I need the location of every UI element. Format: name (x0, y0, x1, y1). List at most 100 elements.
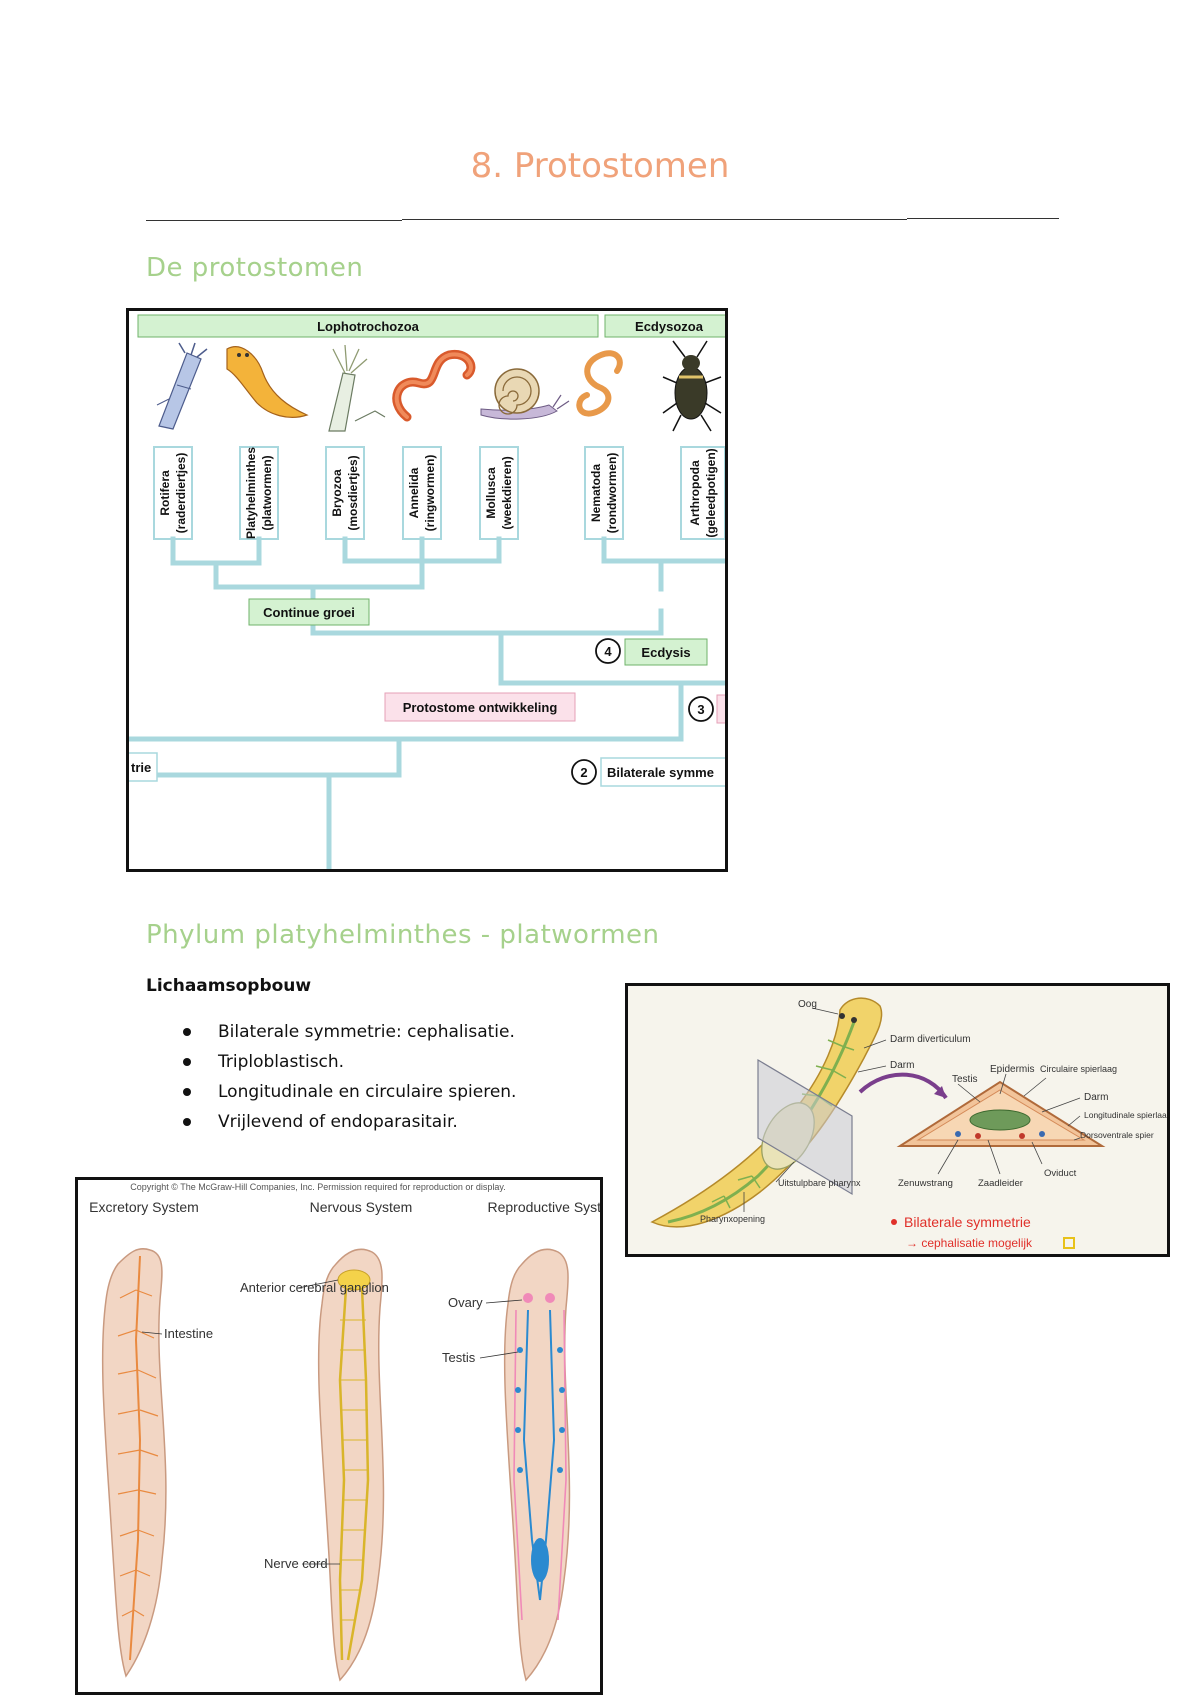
lichaamsopbouw-label: Lichaamsopbouw (146, 976, 312, 996)
caption-cephalisatie: → cephalisatie mogelijk (906, 1236, 1033, 1250)
label-testis: Testis (952, 1074, 978, 1085)
phylum-name-platyhelminthes: Platyhelminthes (244, 447, 258, 539)
nerve-cord-left (338, 1287, 348, 1661)
eye-spot-right (851, 1017, 857, 1023)
phylum-common-annelida: (ringwormen) (423, 455, 437, 532)
label-zaadleider: Zaadleider (978, 1178, 1023, 1189)
phylum-common-platyhelminthes: (platwormen) (260, 455, 274, 530)
eye-spot-left (839, 1013, 845, 1019)
phylum-box-nematoda (584, 446, 624, 540)
label-intestine: Intestine (164, 1326, 213, 1341)
annelid-illustration (392, 349, 476, 422)
label-dorsoventrale-spier: Dorsoventrale spier (1080, 1130, 1154, 1140)
phylum-name-bryozoa: Bryozoa (330, 469, 344, 517)
title-nervous: Nervous System (310, 1199, 413, 1215)
list-item: Longitudinale en circulaire spieren. (180, 1077, 516, 1107)
label-darm-2: Darm (1084, 1092, 1108, 1103)
beetle-illustration (662, 340, 722, 432)
phylum-common-arthropoda: (geleedpotigen) (704, 448, 718, 537)
trait-box-radial-partial (129, 752, 158, 782)
copyright-notice: Copyright © The McGraw-Hill Companies, I… (130, 1182, 505, 1192)
body-plan-list: Bilaterale symmetrie: cephalisatie. Trip… (180, 1017, 516, 1137)
trait-number-protostome-text: 3 (697, 702, 704, 717)
label-zenuwstrang: Zenuwstrang (898, 1178, 953, 1189)
title-reproductive: Reproductive System (487, 1199, 600, 1215)
trait-box-ecdysis (624, 638, 708, 666)
title-reproductive-line: Reproductive System (487, 1199, 600, 1215)
trait-protostome: Protostome ontwikkeling (403, 700, 558, 715)
excretory-tubule (129, 1255, 142, 1661)
phylum-name-arthropoda: Arthropoda (688, 460, 702, 526)
ovary-right-shape (545, 1293, 555, 1303)
trait-box-continue-groei (248, 598, 370, 626)
ovary-left-shape (523, 1293, 533, 1303)
flatworm-anatomy-figure: Oog Darm diverticulum Darm Testis Epider… (625, 983, 1170, 1257)
phylum-common-nematoda: (rondwormen) (605, 453, 619, 534)
trait-number-bilateral (571, 759, 597, 785)
trait-box-bilateral (600, 757, 725, 787)
bryozoan-illustration (328, 344, 386, 432)
section-heading-platyhelminthes: Phylum platyhelminthes - platwormen (146, 920, 660, 950)
label-ovary: Ovary (448, 1295, 483, 1310)
list-item: Vrijlevend of endoparasitair. (180, 1107, 516, 1137)
phylum-common-rotifera: (raderdiertjes) (174, 453, 188, 534)
trait-ecdysis: Ecdysis (641, 645, 690, 660)
list-item: Triploblastisch. (180, 1047, 516, 1077)
clade-label-lophotrochozoa: Lophotrochozoa (317, 319, 420, 334)
label-oviduct: Oviduct (1044, 1168, 1077, 1179)
phylum-box-platyhelminthes (239, 446, 279, 540)
snail-illustration (480, 368, 570, 420)
caption-bilaterale-symmetrie: Bilaterale symmetrie (904, 1214, 1031, 1230)
nematode-illustration (576, 350, 623, 417)
caption-bullet (891, 1219, 897, 1225)
excretory-worm-body (101, 1248, 167, 1678)
label-nerve-cord: Nerve cord (264, 1556, 328, 1571)
trait-number-ecdysis-text: 4 (604, 644, 612, 659)
phylum-name-mollusca: Mollusca (484, 467, 498, 519)
list-item: Bilaterale symmetrie: cephalisatie. (180, 1017, 516, 1047)
flatworm-illustration (226, 346, 309, 418)
phylogeny-figure: Lophotrochozoa Ecdysozoa (126, 308, 728, 872)
copulatory-apparatus-shape (531, 1538, 549, 1582)
title-underline-3 (907, 218, 1059, 219)
clade-box-lophotrochozoa (137, 314, 599, 338)
label-circulaire-spierlaag: Circulaire spierlaag (1040, 1064, 1117, 1074)
clade-label-ecdysozoa: Ecdysozoa (635, 319, 704, 334)
clade-box-ecdysozoa (604, 314, 725, 338)
reproductive-worm-body (503, 1248, 571, 1682)
phylum-common-bryozoa: (mosdiertjes) (346, 455, 360, 530)
phylum-box-annelida (402, 446, 442, 540)
section-heading-protostomen: De protostomen (146, 253, 364, 283)
label-uitstulpbare-pharynx: Uitstulpbare pharynx (778, 1178, 861, 1188)
systems-svg: Copyright © The McGraw-Hill Companies, I… (89, 1182, 600, 1682)
trait-radial-partial: trie (131, 760, 151, 775)
label-anterior-cerebral-ganglion: Anterior cerebral ganglion (240, 1280, 389, 1295)
nerve-cord-right (346, 1287, 370, 1661)
section-plane (757, 1058, 853, 1196)
label-pharynxopening: Pharynxopening (700, 1214, 765, 1224)
trait-bilateral: Bilaterale symme (607, 765, 714, 780)
nervous-worm-body (317, 1248, 385, 1682)
trait-number-protostome (688, 696, 714, 722)
trait-continue-groei: Continue groei (263, 605, 355, 620)
label-epidermis: Epidermis (990, 1064, 1034, 1075)
anatomy-svg: Oog Darm diverticulum Darm Testis Epider… (650, 997, 1167, 1250)
flatworm-systems-figure: Copyright © The McGraw-Hill Companies, I… (75, 1177, 603, 1695)
title-excretory-line: Excretory System (89, 1199, 199, 1215)
trait-number-ecdysis (595, 638, 621, 664)
yolk-glands (513, 1309, 567, 1621)
title-excretory: Excretory System (89, 1199, 199, 1215)
phylum-name-nematoda: Nematoda (589, 464, 603, 522)
label-longitudinale-spierlaag: Longitudinale spierlaag (1084, 1110, 1167, 1120)
rotifer-illustration (156, 342, 208, 430)
label-darm-diverticulum: Darm diverticulum (890, 1034, 971, 1045)
comment-marker-icon (1063, 1237, 1075, 1249)
title-nervous-line: Nervous System (310, 1199, 413, 1215)
title-underline-2 (402, 219, 907, 220)
label-oog: Oog (798, 999, 817, 1010)
document-title: 8. Protostomen (470, 146, 730, 186)
trait-box-protostome (384, 692, 576, 722)
arrow-icon (858, 1072, 948, 1100)
trait-box-protostome-partial (716, 694, 725, 724)
phylum-box-arthropoda (680, 446, 725, 540)
